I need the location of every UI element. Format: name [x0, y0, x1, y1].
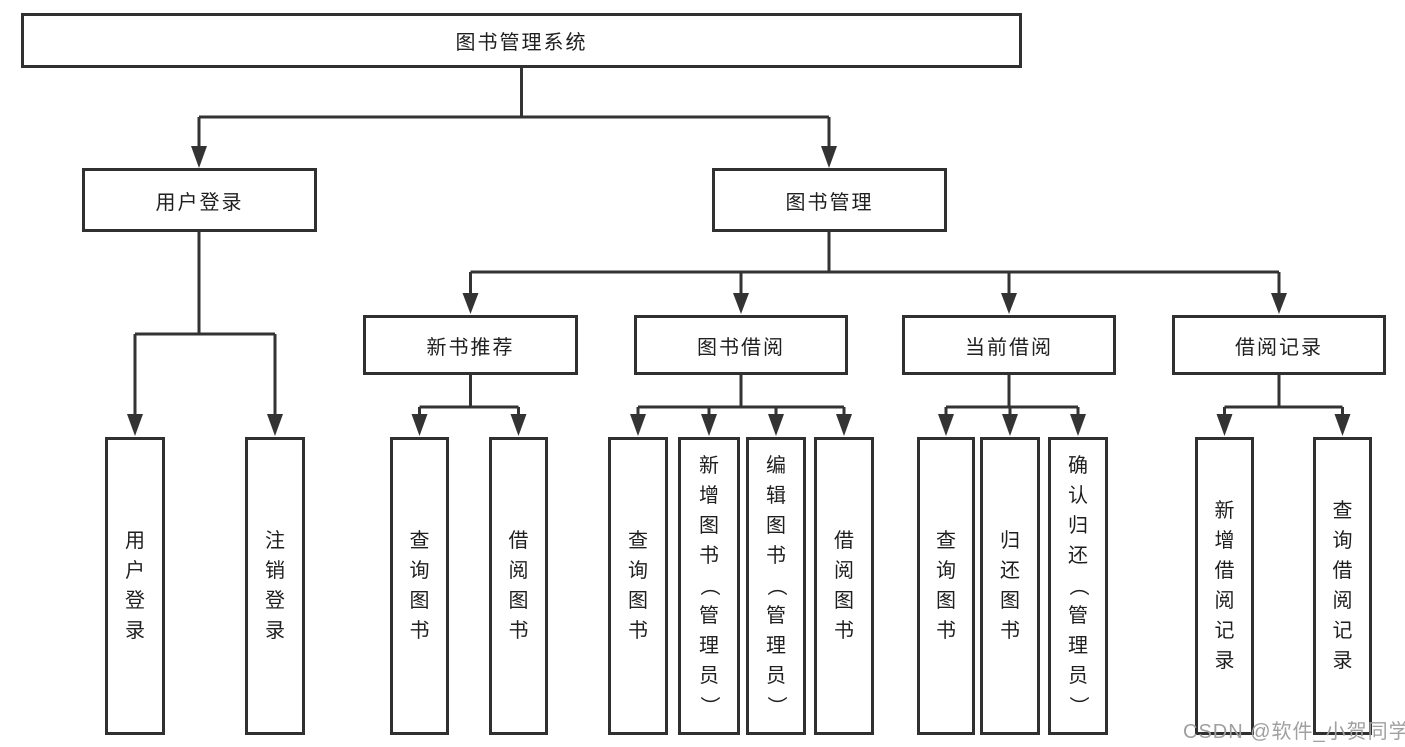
leaf-edit-books-admin: 编辑图书（管理员）: [746, 437, 806, 735]
node-new-book-recommend: 新书推荐: [363, 315, 578, 375]
leaf-add-borrow-record: 新增借阅记录: [1195, 437, 1254, 735]
node-user-login: 用户登录: [82, 168, 317, 232]
leaf-query-books: 查询图书: [917, 437, 975, 735]
leaf-label: 用户登录: [125, 530, 145, 642]
leaf-label: 新增借阅记录: [1214, 500, 1235, 672]
node-book-management: 图书管理: [712, 168, 947, 232]
node-label: 图书管理系统: [455, 32, 588, 54]
leaf-query-books: 查询图书: [608, 437, 668, 735]
node-label: 图书借阅: [697, 336, 785, 359]
leaf-label: 查询图书: [628, 530, 648, 642]
leaf-label: 确认归还（管理员）: [1067, 455, 1089, 716]
leaf-label: 查询借阅记录: [1332, 500, 1353, 672]
leaf-query-books: 查询图书: [390, 437, 449, 735]
node-borrow-record: 借阅记录: [1172, 315, 1386, 375]
leaf-borrow-books: 借阅图书: [814, 437, 874, 735]
node-label: 用户登录: [155, 191, 244, 214]
csdn-watermark: CSDN @软件_小贺同学: [1183, 721, 1405, 743]
leaf-label: 借阅图书: [834, 530, 854, 642]
node-label: 图书管理: [785, 191, 874, 214]
leaf-add-books-admin: 新增图书（管理员）: [678, 437, 740, 735]
arrowheads: [127, 146, 1351, 436]
leaf-user-login: 用户登录: [105, 437, 165, 735]
node-label: 借阅记录: [1235, 336, 1323, 359]
leaf-return-books: 归还图书: [980, 437, 1040, 735]
leaf-label: 注销登录: [265, 530, 285, 642]
node-label: 新书推荐: [426, 336, 515, 359]
leaf-logout: 注销登录: [245, 437, 305, 735]
leaf-borrow-books: 借阅图书: [489, 437, 548, 735]
leaf-label: 归还图书: [1000, 530, 1020, 642]
node-library-management-system: 图书管理系统: [21, 13, 1022, 68]
leaf-confirm-return-admin: 确认归还（管理员）: [1048, 437, 1108, 735]
node-current-borrow: 当前借阅: [902, 315, 1116, 375]
leaf-label: 新增图书（管理员）: [698, 455, 720, 716]
leaf-label: 查询图书: [409, 530, 430, 642]
leaf-label: 借阅图书: [508, 530, 529, 642]
leaf-label: 查询图书: [936, 530, 956, 642]
leaf-label: 编辑图书（管理员）: [765, 455, 787, 716]
node-label: 当前借阅: [965, 336, 1053, 359]
node-book-borrow: 图书借阅: [634, 315, 848, 375]
leaf-query-borrow-record: 查询借阅记录: [1313, 437, 1372, 735]
